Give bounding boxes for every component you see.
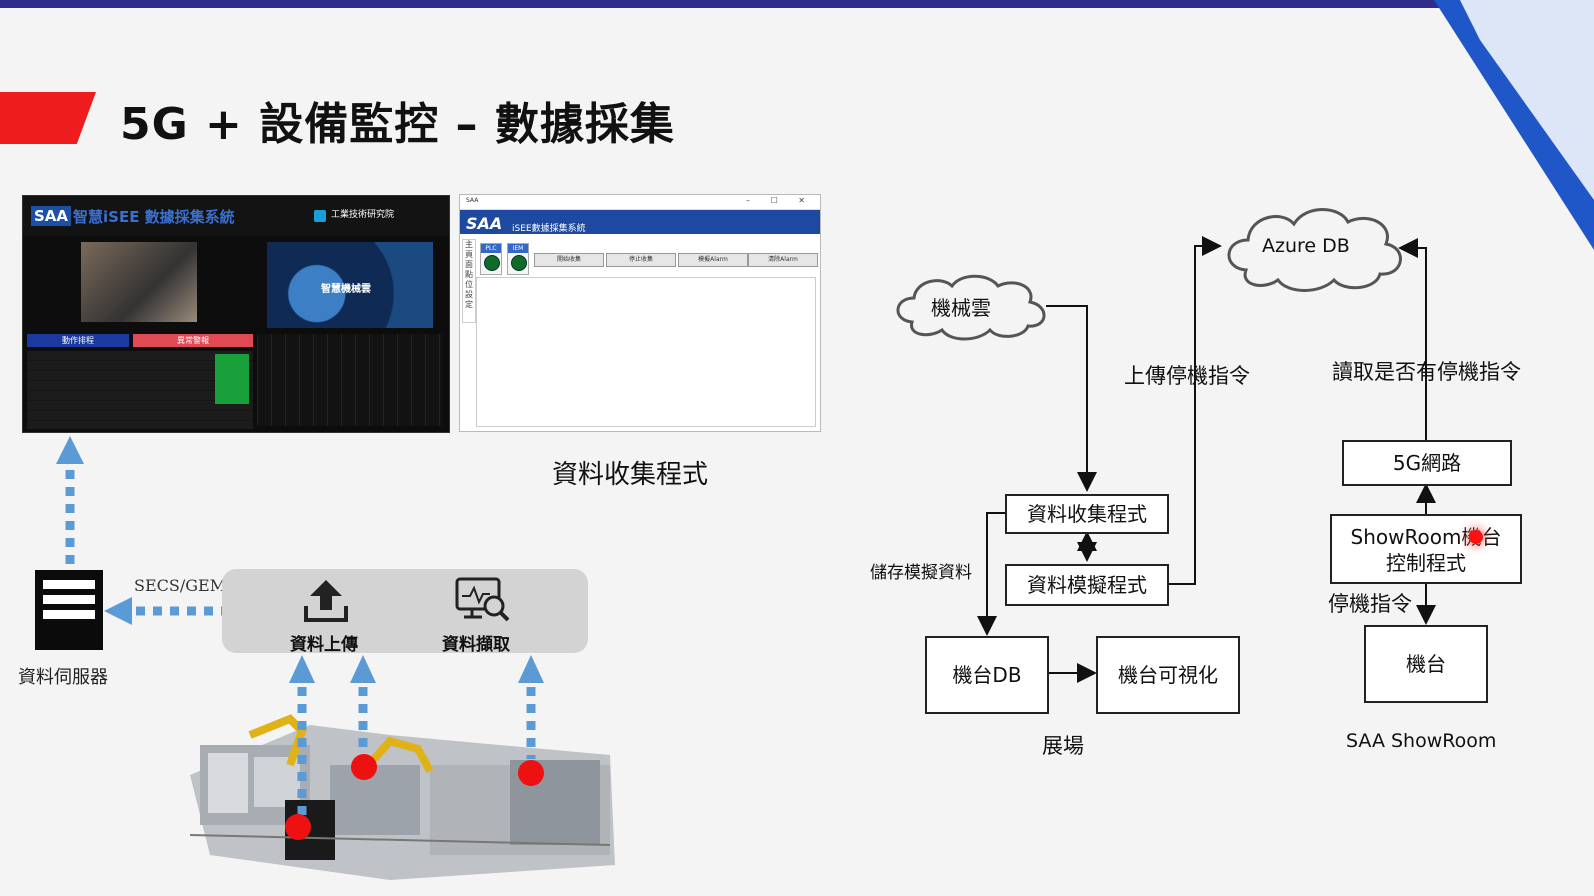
machine-vis-box: 機台可視化 [1096,636,1240,714]
iem-indicator-label: IEM [508,244,528,253]
monitor-search-icon [455,577,510,622]
iem-indicator: IEM [507,243,529,275]
dashboard-graphs [257,334,443,426]
tab-schedule: 動作排程 [27,334,129,347]
clear-alarm-button[interactable]: 清除Alarm [748,253,818,267]
showroom-label: SAA ShowRoom [1346,730,1497,752]
top-accent-bar [0,0,1594,8]
data-panel [222,569,588,653]
pointer-cursor [1469,530,1483,544]
upload-icon [304,580,348,622]
plc-indicator: PLC [480,243,502,275]
iem-status-light [511,255,527,271]
collector-caption: 資料收集程式 [552,460,709,490]
capture-label: 資料擷取 [442,635,510,655]
hero-label: 智慧機械雲 [321,284,371,295]
azure-cloud-icon [1227,208,1402,292]
stop-command-label: 停機指令 [1328,592,1412,616]
server-icon [35,570,103,650]
dashboard-org-name: 工業技術研究院 [331,210,395,220]
capture-arrow-1 [289,655,315,815]
camera-feed [81,242,197,322]
app-banner [460,210,820,234]
status-column [215,354,249,404]
sensor-marker-1 [285,814,311,840]
plc-status-light [484,255,500,271]
machine-box: 機台 [1364,625,1488,703]
exhibit-label: 展場 [1042,734,1084,758]
protocol-label: SECS/GEM [134,576,227,595]
collector-box: 資料收集程式 [1005,494,1169,534]
azure-cloud-label: Azure DB [1262,235,1350,257]
server-label: 資料伺服器 [18,667,108,688]
simulate-alarm-button[interactable]: 模擬Alarm [678,253,748,267]
simulator-box: 資料模擬程式 [1005,564,1169,606]
title-flag [0,92,96,144]
app-name: iSEE數據採集系統 [512,224,586,234]
secs-gem-arrow [104,597,224,625]
showroom-control-line1: ShowRoom機台 [1350,525,1502,549]
dashboard-header [23,196,449,236]
hero-image [267,242,433,328]
dashboard-system-name: 智慧iSEE 數據採集系統 [73,208,235,226]
5g-network-box: 5G網路 [1342,440,1512,486]
plc-indicator-label: PLC [481,244,501,253]
showroom-control-line2: 控制程式 [1386,551,1466,575]
start-collect-button[interactable]: 開始收集 [534,253,604,267]
dashboard-screenshot: SAA 智慧iSEE 數據採集系統 工業技術研究院 智慧機械雲 動作排程 異常警… [22,195,450,433]
upload-label: 資料上傳 [290,635,358,655]
window-title: SAA [466,197,479,204]
log-panel [476,277,816,427]
showroom-control-box: ShowRoom機台 控制程式 [1330,514,1522,584]
machine-cloud-icon [896,274,1046,341]
machine-db-box: 機台DB [925,636,1049,714]
production-line-image [190,714,615,880]
stop-collect-button[interactable]: 停止收集 [606,253,676,267]
corner-accent [1434,0,1594,250]
dashboard-brand: SAA [31,206,72,226]
window-titlebar [460,195,820,210]
app-brand: SAA [466,214,503,233]
capture-arrow-3 [518,655,544,759]
collector-window: SAA – ☐ ✕ SAA iSEE數據採集系統 主 頁 面 點 位 設 定 P… [459,194,821,432]
upload-stop-command-label: 上傳停機指令 [1124,364,1250,388]
store-sim-data-label: 儲存模擬資料 [870,563,972,583]
tab-alarm: 異常警報 [133,334,253,347]
machine-cloud-label: 機械雲 [931,296,991,320]
side-tabs: 主 頁 面 點 位 設 定 [462,239,476,323]
window-controls: – ☐ ✕ [746,196,814,205]
slide-title: 5G + 設備監控 – 數據採集 [120,99,675,150]
sensor-marker-3 [518,760,544,786]
read-stop-command-label: 讀取是否有停機指令 [1332,360,1521,384]
capture-arrow-2 [350,655,376,755]
itri-logo-icon [314,210,326,222]
upload-arrow-to-dashboard [56,436,84,570]
sensor-marker-2 [351,754,377,780]
